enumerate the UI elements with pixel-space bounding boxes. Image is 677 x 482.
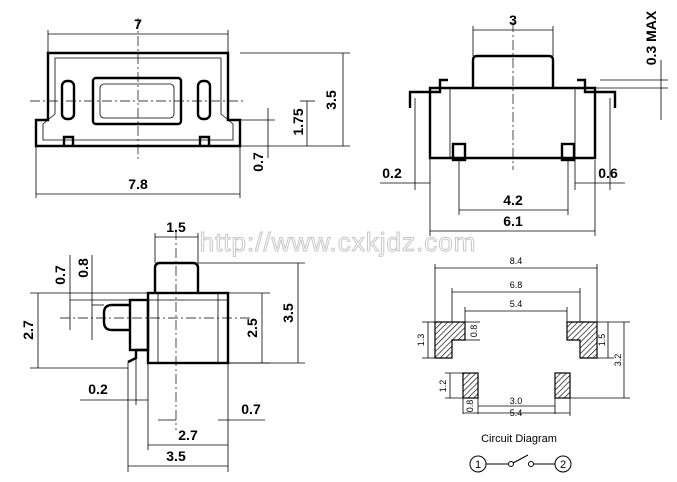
pcb-dim-small-0-8: 0.8 <box>465 400 475 413</box>
circuit-diagram: Circuit Diagram 1 2 <box>469 433 572 473</box>
dim-outer-6-1: 6.1 <box>503 213 523 229</box>
dim-body-2-5: 2.5 <box>244 318 260 338</box>
dim-base-width-7-8: 7.8 <box>128 176 148 192</box>
dim-bottom-2-7: 2.7 <box>178 427 198 443</box>
dim-foot-0-7: 0.7 <box>250 152 266 172</box>
switch-contact-left <box>508 461 514 467</box>
dim-button-1-5: 1.5 <box>166 219 186 235</box>
terminal-2-label: 2 <box>560 459 566 471</box>
side-view-left-lead <box>408 78 448 108</box>
pcb-dim-6-8: 6.8 <box>510 280 523 290</box>
side-view: 3 0.3 MAX 0.2 0.6 4.2 6.1 <box>380 10 668 236</box>
circuit-caption: Circuit Diagram <box>481 433 557 445</box>
end-view-button <box>153 261 200 293</box>
side-view-right-lead <box>577 78 617 108</box>
dim-total-3-5: 3.5 <box>280 303 296 323</box>
dim-left-0-8: 0.8 <box>75 258 91 278</box>
dim-right-gap-0-6: 0.6 <box>598 165 618 181</box>
top-view-right-slot <box>196 79 212 121</box>
end-view-actuator <box>102 303 130 332</box>
dim-left-0-7: 0.7 <box>52 265 68 285</box>
pcb-pad-small-right <box>554 372 571 399</box>
dim-left-gap-0-2: 0.2 <box>382 165 402 181</box>
end-view-side-block <box>128 298 150 352</box>
dim-gap-0-2: 0.2 <box>88 381 108 397</box>
side-view-button <box>471 54 555 88</box>
pcb-dim-3-2: 3.2 <box>613 354 623 367</box>
pcb-dim-lower-5-4: 5.4 <box>510 408 523 418</box>
terminal-1-label: 1 <box>475 459 481 471</box>
pcb-pad-left <box>434 321 466 359</box>
pcb-dim-1-3: 1.3 <box>416 334 426 347</box>
switch-contact-right <box>528 461 534 467</box>
pcb-pad-right <box>566 321 598 359</box>
end-view-body <box>146 291 230 365</box>
pcb-dim-5-4: 5.4 <box>510 299 523 309</box>
top-view: 7 7.8 3.5 1.75 0.7 <box>30 16 350 198</box>
pcb-layout: 8.4 6.8 5.4 0.8 1.3 1.5 3.2 1.2 <box>416 256 630 418</box>
pcb-dim-0-8: 0.8 <box>469 325 479 338</box>
top-view-right-notch <box>198 135 211 146</box>
switch-lever <box>512 454 529 464</box>
dim-height-3-5: 3.5 <box>323 90 339 110</box>
top-view-left-notch <box>62 135 75 146</box>
end-view: 1.5 0.7 0.8 2.7 2.5 3.5 0.2 0.7 <box>20 219 305 472</box>
dim-width-7: 7 <box>134 16 142 32</box>
watermark-text: http://www.cxkjdz.com <box>200 227 477 257</box>
pcb-dim-8-4: 8.4 <box>510 256 523 266</box>
pcb-dim-1-2: 1.2 <box>438 380 448 393</box>
top-view-inner-outline <box>42 57 234 141</box>
dim-max-travel: 0.3 MAX <box>643 10 659 65</box>
dim-bottom-3-5: 3.5 <box>166 448 186 464</box>
dim-left-2-7: 2.7 <box>20 320 36 340</box>
dim-right-0-7: 0.7 <box>241 401 261 417</box>
pcb-dim-1-5: 1.5 <box>597 334 607 347</box>
side-view-body <box>428 86 597 160</box>
dim-button-3: 3 <box>509 12 517 28</box>
pcb-pad-small-left <box>462 372 479 399</box>
end-view-foot <box>127 348 148 364</box>
dim-half-height-1-75: 1.75 <box>290 108 306 135</box>
pcb-dim-3-0: 3.0 <box>510 396 523 406</box>
top-view-left-slot <box>60 79 76 121</box>
dim-inner-4-2: 4.2 <box>503 192 523 208</box>
